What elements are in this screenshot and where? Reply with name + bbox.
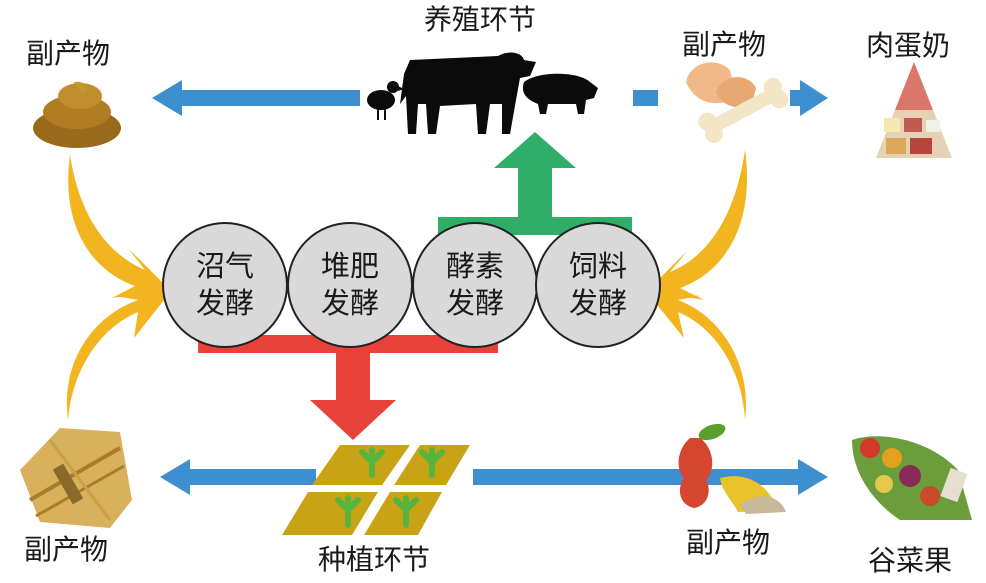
arrow-fruitwaste-to-feed xyxy=(645,290,746,420)
process-biogas-line2: 发酵 xyxy=(196,286,254,320)
eggshell-bone-icon xyxy=(686,62,789,143)
straw-icon xyxy=(20,428,132,528)
process-feed-line2: 发酵 xyxy=(569,286,627,320)
label-breeding-stage: 养殖环节 xyxy=(424,3,537,36)
process-circle-compost: 堆肥 发酵 xyxy=(287,222,413,348)
manure-icon xyxy=(33,81,121,148)
arrow-to-livestock xyxy=(438,132,632,235)
arrow-livestock-to-bone xyxy=(633,90,658,106)
process-enzyme-line1: 酵素 xyxy=(446,249,504,283)
arrow-livestock-to-manure xyxy=(152,80,360,116)
process-compost-line1: 堆肥 xyxy=(321,249,379,283)
fruit-waste-icon xyxy=(678,423,786,514)
label-grain-veg-fruit: 谷菜果 xyxy=(868,544,953,577)
label-meat-egg-milk: 肉蛋奶 xyxy=(866,29,951,62)
process-biogas-line1: 沼气 xyxy=(196,249,254,283)
label-byproduct-top-left: 副产物 xyxy=(26,37,111,70)
process-feed-line1: 饲料 xyxy=(569,249,627,283)
label-byproduct-bottom-right: 副产物 xyxy=(686,526,771,559)
arrow-straw-to-biogas xyxy=(66,290,172,420)
livestock-icon xyxy=(367,52,598,134)
field-icon xyxy=(282,445,470,535)
process-compost-line2: 发酵 xyxy=(321,286,379,320)
label-byproduct-top-right: 副产物 xyxy=(682,28,767,61)
process-circle-enzyme: 酵素 发酵 xyxy=(412,222,538,348)
process-circle-feed: 饲料 发酵 xyxy=(535,222,661,348)
food-plate-icon xyxy=(852,436,972,520)
arrow-field-to-grain xyxy=(473,459,828,495)
label-planting-stage: 种植环节 xyxy=(318,543,431,576)
arrow-to-field xyxy=(198,335,498,440)
process-circle-biogas: 沼气 发酵 xyxy=(162,222,288,348)
food-pyramid-icon xyxy=(876,62,952,158)
arrow-field-to-straw xyxy=(160,459,316,495)
process-enzyme-line2: 发酵 xyxy=(446,286,504,320)
label-byproduct-bottom-left: 副产物 xyxy=(24,533,109,566)
arrow-manure-to-biogas xyxy=(68,155,170,298)
arrow-bone-to-meat xyxy=(790,80,828,116)
arrow-bone-to-feed xyxy=(648,150,748,300)
